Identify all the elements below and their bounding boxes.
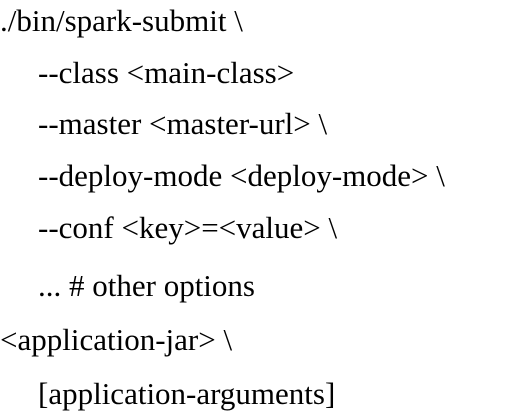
- code-line-other-options-comment: ... # other options: [38, 267, 255, 303]
- code-line-deploy-mode-option: --deploy-mode <deploy-mode> \: [38, 157, 445, 193]
- code-line-conf-option: --conf <key>=<value> \: [38, 209, 338, 245]
- code-line-application-jar: <application-jar> \: [0, 321, 233, 357]
- code-line-master-option: --master <master-url> \: [38, 105, 328, 141]
- code-line-application-arguments: [application-arguments]: [38, 375, 336, 411]
- code-line-spark-submit: ./bin/spark-submit \: [0, 2, 243, 38]
- code-line-class-option: --class <main-class>: [38, 54, 295, 90]
